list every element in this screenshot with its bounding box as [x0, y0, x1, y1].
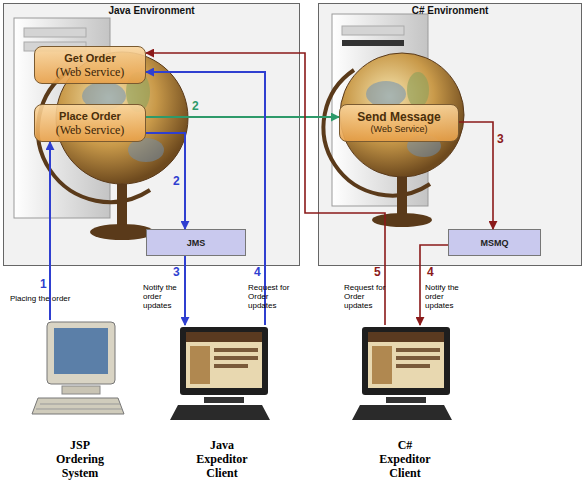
node-subtitle: (Web Service): [56, 65, 125, 79]
screen-content: [214, 356, 258, 360]
monitor-screen: [368, 332, 444, 388]
drive-bay: [342, 26, 404, 35]
node-title: Java Expeditor Client: [191, 438, 253, 480]
queue-box: MSMQ: [448, 229, 541, 256]
web-service-box: Send Message(Web Service): [339, 104, 459, 142]
globe: [340, 53, 464, 177]
globe-land: [407, 72, 429, 108]
drive-slot: [342, 40, 404, 46]
keyboard-keys: [40, 404, 120, 405]
monitor-screen: [54, 328, 108, 374]
step-number: 1: [40, 278, 47, 291]
node-title: JMS: [187, 238, 206, 248]
java-client-icon: [170, 327, 270, 420]
monitor-body: [47, 322, 115, 384]
node-subtitle: (Web Service): [56, 123, 125, 137]
keyboard: [170, 405, 270, 420]
node-title: Get Order: [64, 52, 115, 65]
globe-base: [372, 213, 432, 227]
node-title: Send Message: [357, 111, 440, 124]
keyboard-keys: [36, 409, 122, 410]
globe-base: [90, 224, 154, 240]
monitor-body: [180, 327, 268, 395]
step-number: 3: [497, 133, 504, 146]
step-number: 3: [173, 266, 180, 279]
screen-header: [368, 332, 444, 342]
monitor-base: [62, 386, 100, 394]
csharp-client-icon: [352, 327, 452, 420]
screen-content: [214, 364, 248, 368]
keyboard: [32, 398, 124, 414]
node-title: C# Environment: [319, 5, 581, 16]
node-title: MSMQ: [481, 238, 509, 248]
globe-stand: [397, 177, 407, 217]
monitor-base: [386, 397, 426, 403]
web-service-box: Get Order(Web Service): [34, 46, 146, 84]
node-title: JSP Ordering System: [49, 438, 111, 480]
client-station: JSP Ordering System: [35, 320, 125, 480]
step-number: 5: [374, 266, 381, 279]
flow-arrow: [184, 256, 186, 325]
screen-content: [396, 348, 440, 352]
screen-content: [396, 364, 430, 368]
step-number: 2: [192, 100, 199, 113]
web-service-box: Place Order(Web Service): [34, 104, 146, 142]
node-title: Place Order: [59, 110, 121, 123]
client-station: C# Expeditor Client: [355, 325, 455, 480]
screen-sidebar: [372, 346, 392, 384]
note-label: Request for Order updates: [248, 283, 298, 310]
monitor-body: [362, 327, 450, 395]
screen-header: [186, 332, 262, 342]
note-label: Request for Order updates: [344, 283, 394, 310]
node-title: C# Expeditor Client: [374, 438, 436, 480]
queue-box: JMS: [146, 229, 246, 256]
monitor-base: [204, 397, 244, 403]
node-title: Java Environment: [4, 5, 299, 16]
note-label: Notify the order updates: [425, 283, 473, 310]
screen-content: [396, 356, 440, 360]
note-label: Placing the order: [10, 294, 105, 303]
jsp-terminal-icon: [32, 322, 124, 414]
node-subtitle: (Web Service): [371, 124, 428, 135]
keyboard: [352, 405, 452, 420]
screen-sidebar: [190, 346, 210, 384]
drive-bay: [24, 28, 86, 37]
step-number: 4: [254, 266, 261, 279]
client-station: Java Expeditor Client: [172, 325, 272, 480]
monitor-screen: [186, 332, 262, 388]
step-number: 4: [427, 266, 434, 279]
step-number: 2: [173, 175, 180, 188]
screen-content: [214, 348, 258, 352]
note-label: Notify the order updates: [143, 283, 191, 310]
globe-stand: [117, 184, 127, 228]
